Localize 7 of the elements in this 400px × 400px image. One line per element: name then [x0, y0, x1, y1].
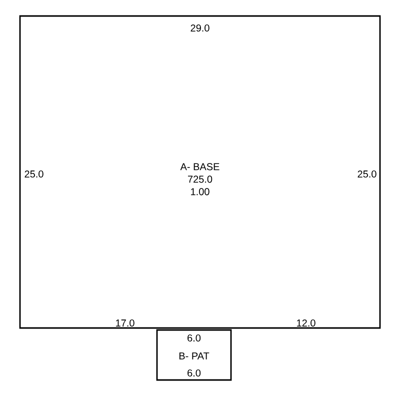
dimension-label: 6.0	[188, 334, 201, 342]
dimension-label: 25.0	[358, 170, 376, 178]
dimension-label: 12.0	[297, 319, 316, 327]
dimension-label: 17.0	[116, 319, 134, 327]
dimension-label: 25.0	[24, 170, 44, 178]
dimension-label: 6.0	[188, 369, 201, 377]
dimension-label: 29.0	[190, 24, 210, 32]
